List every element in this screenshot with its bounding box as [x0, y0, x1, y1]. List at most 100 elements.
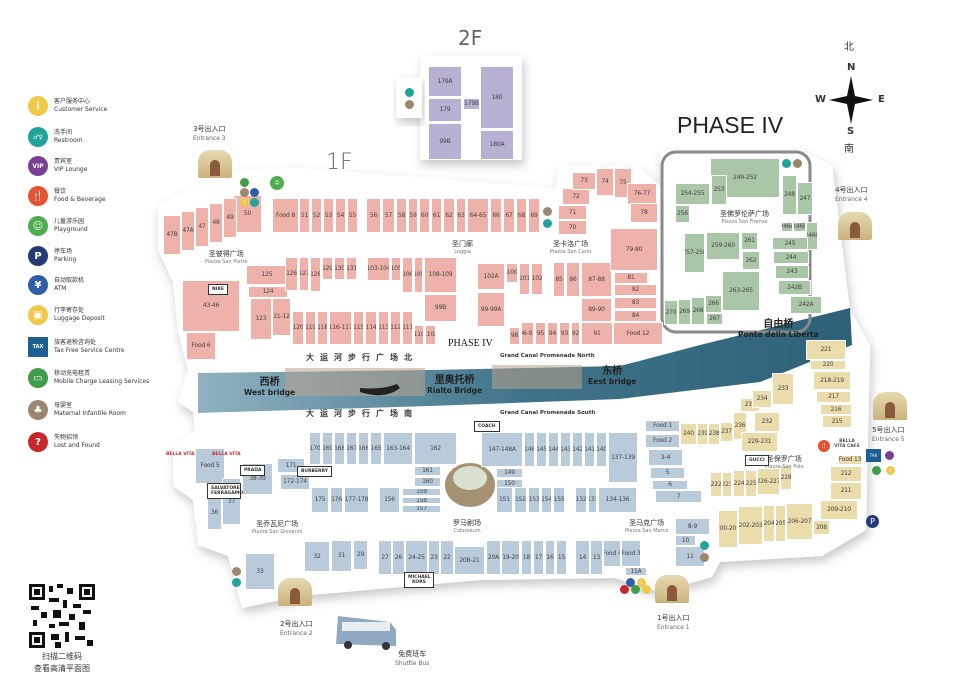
qr-code[interactable]: [29, 584, 95, 648]
store-118[interactable]: 118: [317, 311, 328, 345]
store-137-139[interactable]: 137-139: [608, 432, 638, 483]
brand-tag-michael-kors[interactable]: MICHAEL KORS: [404, 572, 434, 588]
store-food-3[interactable]: Food 3: [621, 540, 641, 567]
store-24-25[interactable]: 24-25: [405, 540, 428, 575]
store-19-20[interactable]: 19-20: [501, 540, 520, 575]
store-223[interactable]: 223: [722, 472, 732, 497]
store-247[interactable]: 247: [797, 182, 813, 215]
store-256[interactable]: 256: [675, 205, 690, 223]
store-158[interactable]: 158: [402, 497, 441, 504]
store-261[interactable]: 261: [741, 232, 758, 250]
store-180a[interactable]: 180A: [480, 130, 514, 160]
store-food-4[interactable]: Food 4: [603, 540, 621, 567]
store-156[interactable]: 156: [379, 487, 400, 513]
store-175[interactable]: 175: [311, 487, 329, 513]
store-112[interactable]: 112: [390, 311, 401, 345]
store-177-178[interactable]: 177-178: [344, 487, 369, 513]
store-121-122[interactable]: 121-122: [272, 298, 291, 336]
store-7[interactable]: 7: [655, 490, 702, 503]
store-51[interactable]: 51: [299, 198, 310, 233]
store-180[interactable]: 180: [480, 66, 514, 129]
store-20a[interactable]: 20A: [486, 540, 501, 575]
store-202-203[interactable]: 202-203: [738, 506, 763, 545]
store-64-65[interactable]: 64-65: [467, 198, 489, 233]
store-72[interactable]: 72: [562, 188, 590, 205]
store-89-90[interactable]: 89-90: [581, 298, 612, 322]
store-99b[interactable]: 99B: [428, 123, 462, 160]
store-154[interactable]: 154: [541, 487, 552, 513]
store-58[interactable]: 58: [396, 198, 407, 233]
store-159[interactable]: 159: [402, 488, 441, 496]
store-245[interactable]: 245: [772, 237, 808, 250]
parking-icon[interactable]: P: [866, 515, 879, 528]
store-232[interactable]: 232: [754, 412, 780, 432]
store-151[interactable]: 151: [496, 487, 513, 513]
store-253[interactable]: 253: [711, 175, 727, 205]
store-82[interactable]: 82: [614, 284, 657, 296]
store-113[interactable]: 113: [378, 311, 389, 345]
store-246a[interactable]: 246A: [781, 222, 793, 232]
store-17[interactable]: 17: [533, 540, 544, 575]
store-239[interactable]: 239: [697, 423, 708, 445]
store-8-9[interactable]: 8-9: [675, 518, 710, 535]
brand-tag-burberry[interactable]: BURBERRY: [297, 466, 332, 477]
store-18[interactable]: 18: [521, 540, 532, 575]
store-266[interactable]: 266: [705, 295, 722, 313]
store-224[interactable]: 224: [733, 470, 745, 497]
store-204[interactable]: 204: [763, 505, 775, 542]
store-130[interactable]: 130: [334, 257, 345, 280]
store-134-136[interactable]: 134-136: [598, 487, 637, 513]
store-143[interactable]: 143: [560, 432, 571, 467]
store-160[interactable]: 160: [414, 477, 441, 487]
store-153[interactable]: 153: [528, 487, 540, 513]
store-157[interactable]: 157: [402, 505, 441, 513]
store-food-13[interactable]: Food 13: [838, 455, 862, 465]
store-124[interactable]: 124: [248, 286, 288, 298]
store-78[interactable]: 78: [630, 203, 658, 223]
store-115[interactable]: 115: [353, 311, 364, 345]
store-110a[interactable]: 110A: [425, 325, 436, 345]
store-269[interactable]: 269: [678, 299, 691, 325]
store-179b[interactable]: 179B: [463, 98, 480, 110]
store-142[interactable]: 142: [572, 432, 583, 467]
store-221[interactable]: 221: [806, 340, 846, 360]
store-263-265[interactable]: 263-265: [722, 271, 760, 311]
store-140[interactable]: 140: [596, 432, 607, 467]
store-262[interactable]: 262: [742, 251, 760, 270]
store-54[interactable]: 54: [335, 198, 346, 233]
store-food-8[interactable]: Food 8: [272, 198, 299, 233]
store-70[interactable]: 70: [558, 220, 587, 235]
store-56[interactable]: 56: [366, 198, 381, 233]
store-3-4[interactable]: 3-4: [648, 449, 683, 466]
store-108-109[interactable]: 108-109: [424, 257, 457, 293]
store-110[interactable]: 110: [414, 325, 424, 345]
brand-tag-gucci[interactable]: GUCCI: [745, 455, 769, 466]
store-208[interactable]: 208: [813, 520, 830, 535]
store-87-88[interactable]: 87-88: [581, 262, 612, 297]
store-114[interactable]: 114: [365, 311, 377, 345]
store-99b[interactable]: 99B: [424, 294, 457, 322]
store-125[interactable]: 125: [246, 265, 288, 285]
store-161[interactable]: 161: [414, 466, 441, 476]
store-243[interactable]: 243: [775, 265, 809, 279]
store-168[interactable]: 168: [334, 432, 345, 465]
store-172-174[interactable]: 172-174: [280, 474, 310, 490]
store-81[interactable]: 81: [614, 272, 648, 284]
store-food-6[interactable]: Food 6: [186, 332, 216, 360]
store-92[interactable]: 92: [571, 322, 580, 345]
store-206-207[interactable]: 206-207: [786, 503, 813, 540]
store-116-117[interactable]: 116-117: [329, 311, 352, 345]
brand-tag-coach[interactable]: COACH: [474, 421, 500, 432]
store-176[interactable]: 176: [330, 487, 343, 513]
brand-tag-ferragamo[interactable]: SALVATORE FERRAGAMO: [207, 483, 243, 499]
store-218-219[interactable]: 218-219: [813, 371, 851, 390]
store-16[interactable]: 16: [545, 540, 555, 575]
store-246c[interactable]: 246C: [806, 222, 818, 250]
store-237[interactable]: 237: [720, 422, 733, 442]
